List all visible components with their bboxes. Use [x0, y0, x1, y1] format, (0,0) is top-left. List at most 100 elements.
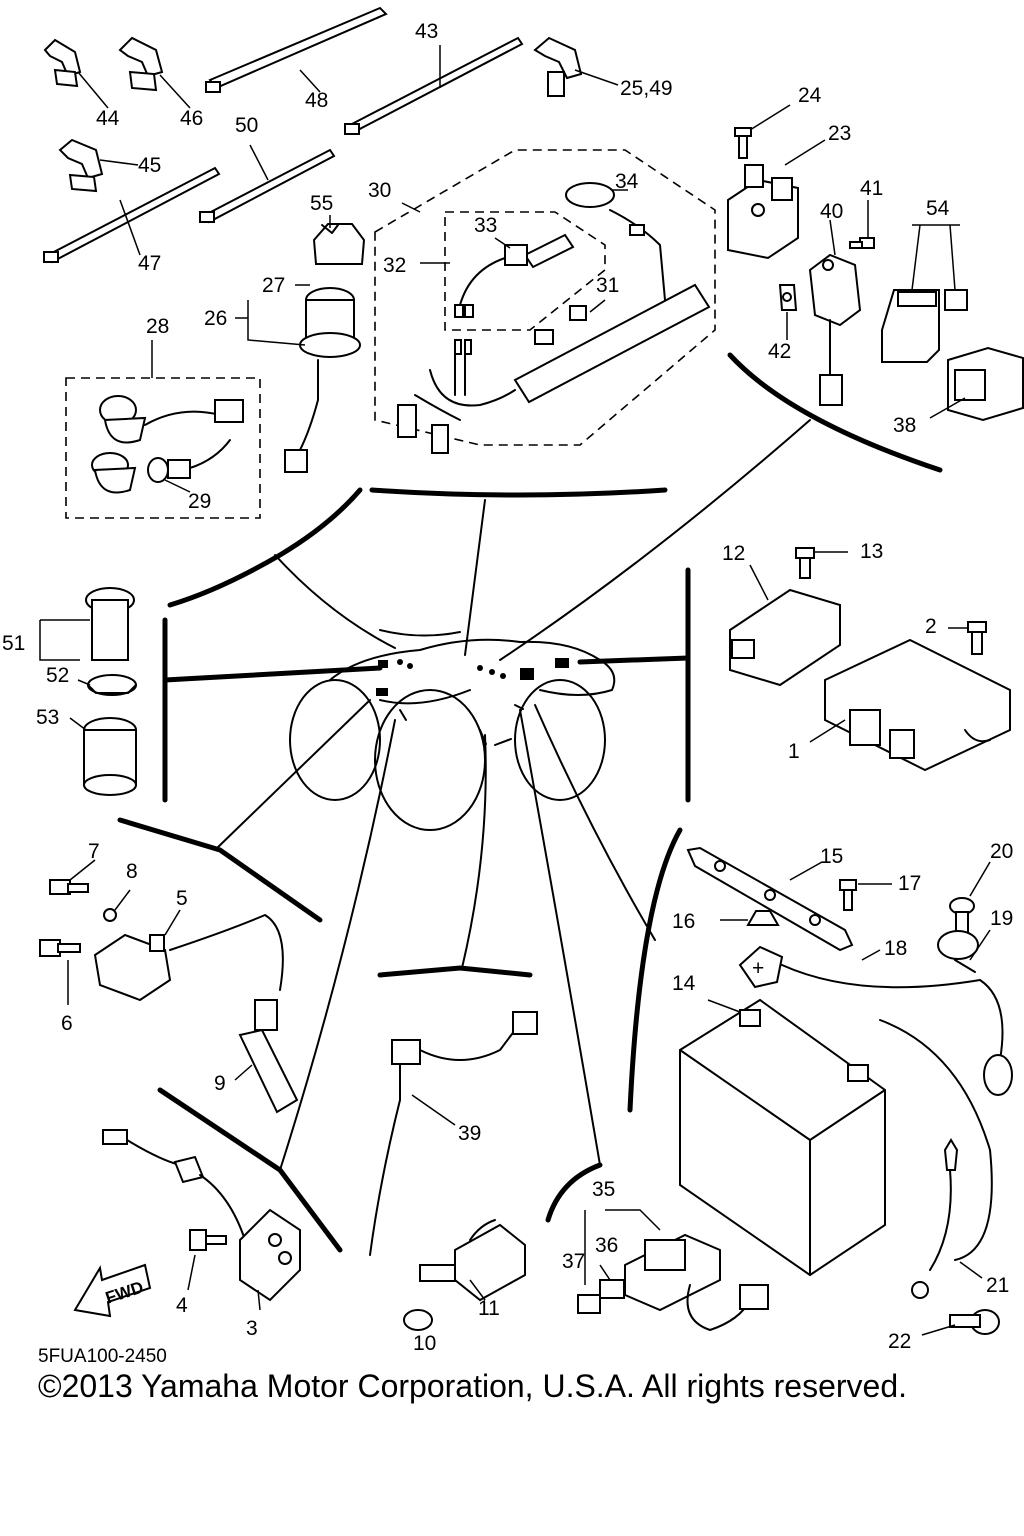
label-21: 21: [986, 1274, 1009, 1297]
battery-icon[interactable]: [679, 998, 886, 1277]
clip-44-icon[interactable]: [43, 38, 82, 88]
bolt-2-icon[interactable]: [967, 621, 987, 655]
positive-lead-icon[interactable]: +: [738, 945, 1013, 1096]
label-2: 2: [925, 615, 937, 638]
sub-harness-box: [444, 211, 606, 331]
forward-arrow-icon: FWD: [73, 1263, 152, 1318]
main-switch-icon[interactable]: [284, 287, 361, 473]
label-32: 32: [383, 254, 406, 277]
label-48: 48: [305, 89, 328, 112]
label-37: 37: [562, 1250, 585, 1273]
negative-lead-icon[interactable]: [879, 1019, 993, 1299]
starter-relay-icon[interactable]: [727, 164, 799, 260]
label-35: 35: [592, 1178, 615, 1201]
label-46: 46: [180, 107, 203, 130]
label-17: 17: [898, 872, 921, 895]
label-25-49: 25,49: [620, 77, 673, 100]
bolt-17-icon[interactable]: [839, 879, 857, 911]
bolt-7-icon[interactable]: [49, 879, 89, 895]
label-24: 24: [798, 84, 822, 107]
label-54: 54: [926, 197, 950, 220]
label-11: 11: [478, 1297, 500, 1320]
speed-sensor-icon[interactable]: [102, 1129, 301, 1302]
label-22: 22: [888, 1330, 911, 1353]
part-labels: 44 46 45 48 43 25,49 50 47 55 27 26 28 2…: [2, 20, 1013, 1355]
label-36: 36: [595, 1234, 618, 1257]
label-4: 4: [176, 1294, 188, 1317]
label-13: 13: [860, 540, 883, 563]
copyright-notice: ©2013 Yamaha Motor Corporation, U.S.A. A…: [38, 1368, 907, 1404]
label-7: 7: [88, 840, 100, 863]
label-39: 39: [458, 1122, 481, 1145]
relay-35-icon[interactable]: [624, 1233, 769, 1331]
bolt-6-icon[interactable]: [39, 939, 81, 957]
headlight-socket-icon[interactable]: [91, 395, 244, 494]
label-40: 40: [820, 200, 843, 223]
label-3: 3: [246, 1317, 258, 1340]
atv-body-outline: [289, 629, 616, 831]
fuse-box-54-icon[interactable]: [881, 289, 968, 363]
bracket-42-icon[interactable]: [778, 284, 798, 311]
label-52: 52: [46, 664, 69, 687]
battery-bracket-icon[interactable]: [686, 846, 854, 952]
label-31: 31: [596, 274, 619, 297]
washer-8-icon[interactable]: [103, 908, 117, 922]
relay-40-icon[interactable]: [808, 253, 862, 406]
label-42: 42: [768, 340, 791, 363]
bolt-4-icon[interactable]: [189, 1229, 227, 1251]
label-9: 9: [214, 1072, 226, 1095]
svg-text:+: +: [752, 957, 764, 980]
rectifier-regulator-icon[interactable]: [729, 588, 841, 687]
label-5: 5: [176, 887, 188, 910]
wire-harness-icon[interactable]: [397, 182, 711, 454]
cable-tie-50-icon[interactable]: [199, 148, 336, 224]
label-44: 44: [96, 107, 120, 130]
fuse-38-icon[interactable]: [947, 346, 1024, 422]
bolt-22-icon[interactable]: [949, 1309, 1000, 1335]
label-34: 34: [615, 170, 639, 193]
label-19: 19: [990, 907, 1013, 930]
label-30: 30: [368, 179, 391, 202]
label-18: 18: [884, 937, 907, 960]
label-20: 20: [990, 840, 1013, 863]
wire-harness-box: [374, 149, 716, 446]
label-29: 29: [188, 490, 211, 513]
callout-lines: [117, 352, 943, 1253]
label-47: 47: [138, 252, 161, 275]
label-16: 16: [672, 910, 695, 933]
clip-25-49-icon[interactable]: [533, 36, 583, 97]
fuse-37-icon[interactable]: [577, 1294, 601, 1314]
label-55: 55: [310, 192, 333, 215]
cable-tie-47-icon[interactable]: [43, 166, 221, 264]
label-6: 6: [61, 1012, 73, 1035]
bolt-24-icon[interactable]: [734, 127, 752, 159]
label-45: 45: [138, 154, 161, 177]
leaders-top-left: [77, 45, 619, 256]
label-28: 28: [146, 315, 169, 338]
band-19-icon[interactable]: [937, 930, 979, 973]
screw-41-icon[interactable]: [849, 237, 875, 249]
clip-46-icon[interactable]: [118, 36, 164, 92]
fuse-36-icon[interactable]: [599, 1279, 625, 1299]
label-33: 33: [474, 214, 497, 237]
accessory-socket-icon[interactable]: [83, 587, 137, 796]
bolt-13-icon[interactable]: [795, 547, 815, 579]
bulb-29-icon[interactable]: [147, 439, 231, 483]
label-51: 51: [2, 632, 25, 655]
washer-10-icon[interactable]: [403, 1309, 433, 1331]
clip-45-icon[interactable]: [58, 138, 104, 193]
label-27: 27: [262, 274, 285, 297]
ignition-coil-icon[interactable]: [93, 914, 299, 1114]
grommet-16-icon[interactable]: [746, 910, 780, 926]
cdi-unit-icon[interactable]: [824, 638, 1011, 772]
cable-tie-43-icon[interactable]: [344, 36, 524, 135]
label-53: 53: [36, 706, 59, 729]
neutral-switch-icon[interactable]: [369, 1011, 538, 1256]
main-switch-cap-icon[interactable]: [312, 223, 366, 265]
label-26: 26: [204, 307, 227, 330]
brake-switch-icon[interactable]: [419, 1219, 526, 1302]
cable-tie-48-icon[interactable]: [205, 6, 388, 93]
label-43: 43: [415, 20, 438, 43]
label-1: 1: [788, 740, 800, 763]
